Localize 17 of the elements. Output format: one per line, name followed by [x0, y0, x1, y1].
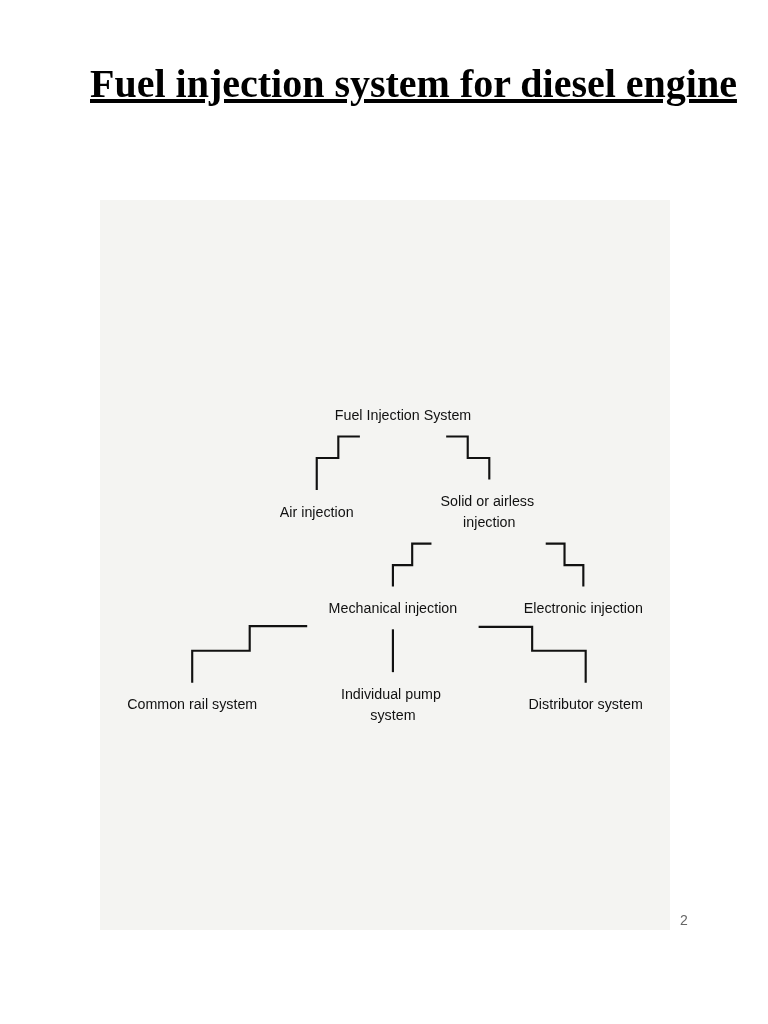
node-text: Common rail system	[127, 696, 258, 713]
connector	[191, 625, 308, 684]
title: Fuel injection system for diesel engine	[90, 60, 737, 107]
page-number: 2	[680, 912, 688, 928]
connector	[391, 628, 394, 674]
connector	[478, 625, 587, 684]
connector	[545, 542, 585, 588]
node-text: Mechanical injection	[328, 599, 458, 616]
node-text: Electronic injection	[523, 599, 643, 616]
connector	[315, 435, 360, 492]
connector	[446, 435, 491, 481]
node-text: Fuel Injection System	[334, 407, 472, 423]
connector	[391, 542, 432, 588]
node-text: Solid or airless injection	[440, 492, 535, 531]
node-text: Distributor system	[528, 696, 643, 713]
node-text: Air injection	[279, 503, 354, 520]
node-text: Individual pump system	[340, 685, 441, 723]
